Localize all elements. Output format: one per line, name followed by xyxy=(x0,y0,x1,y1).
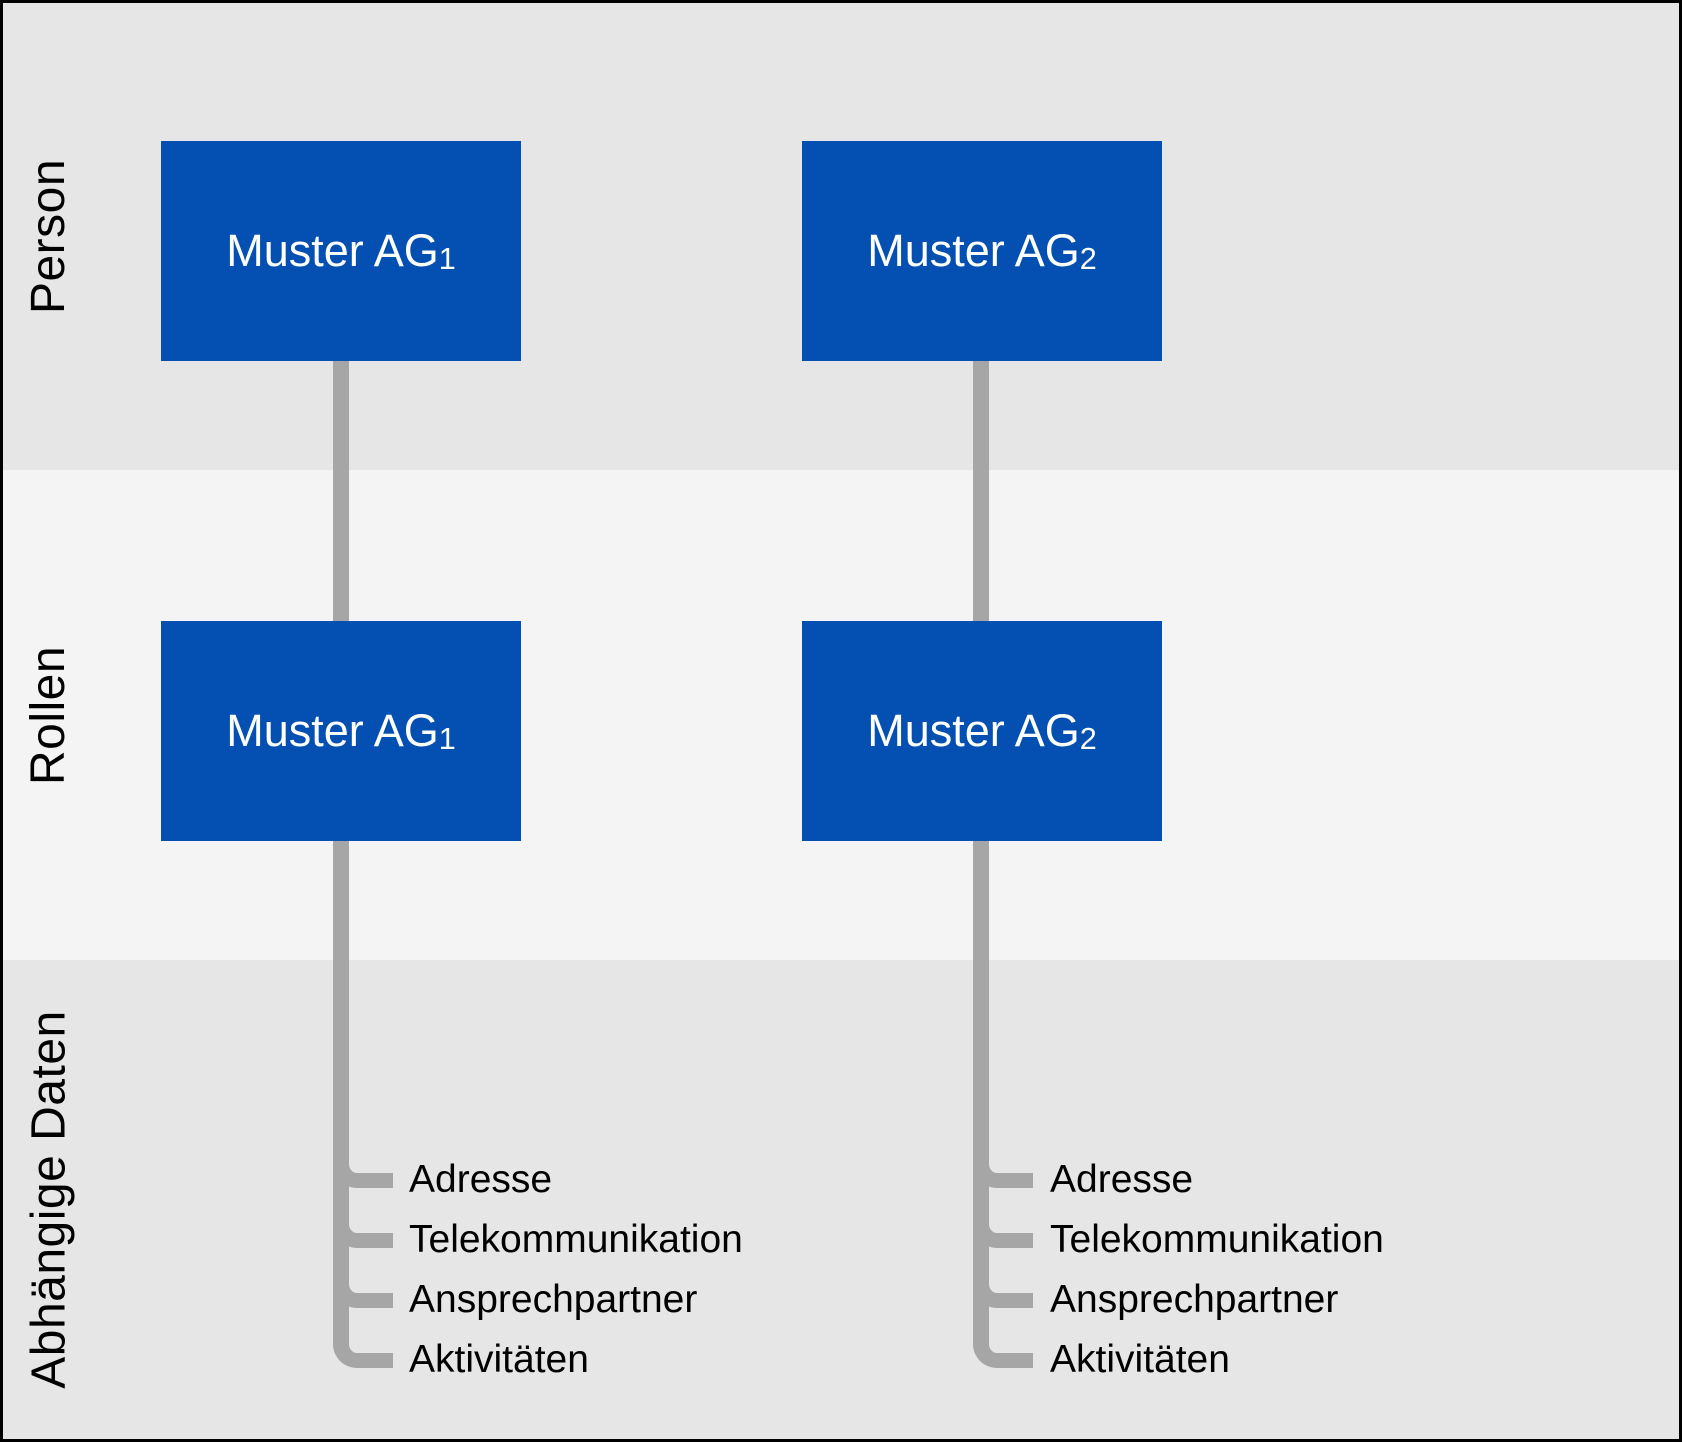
roles-box-muster-ag1-label: Muster AG1 xyxy=(226,705,456,757)
branch-elbow-aktivitaeten-col1 xyxy=(333,1330,393,1368)
dependent-item-aktivitaeten-col1: Aktivitäten xyxy=(409,1338,589,1381)
roles-box-muster-ag2-label: Muster AG2 xyxy=(867,705,1097,757)
band-label-roles: Rollen xyxy=(22,645,76,785)
band-label-person: Person xyxy=(22,158,76,315)
branch-elbow-aktivitaeten-col2 xyxy=(973,1330,1033,1368)
band-dependent-label-gutter: Abhängige Daten xyxy=(3,960,95,1439)
dependent-item-aktivitaeten-col2: Aktivitäten xyxy=(1050,1338,1230,1381)
band-person-label-gutter: Person xyxy=(3,3,95,470)
connector-person-to-roles-col2 xyxy=(973,361,989,621)
person-box-muster-ag2: Muster AG2 xyxy=(802,141,1162,361)
person-box-muster-ag2-label: Muster AG2 xyxy=(867,225,1097,277)
branch-elbow-ansprechpartner-col1 xyxy=(333,1270,393,1308)
dependent-item-telekommunikation-col2: Telekommunikation xyxy=(1050,1218,1384,1261)
dependent-item-telekommunikation-col1: Telekommunikation xyxy=(409,1218,743,1261)
branch-elbow-adresse-col1 xyxy=(333,1150,393,1188)
roles-box-muster-ag1: Muster AG1 xyxy=(161,621,521,841)
band-roles-label-gutter: Rollen xyxy=(3,470,95,960)
connector-person-to-roles-col1 xyxy=(333,361,349,621)
subscript: 2 xyxy=(1079,722,1097,757)
subscript: 1 xyxy=(438,242,456,277)
roles-box-muster-ag2: Muster AG2 xyxy=(802,621,1162,841)
band-label-dependent-data: Abhängige Daten xyxy=(22,1010,76,1389)
branch-elbow-telekommunikation-col1 xyxy=(333,1210,393,1248)
subscript: 2 xyxy=(1079,242,1097,277)
subscript: 1 xyxy=(438,722,456,757)
dependent-item-adresse-col1: Adresse xyxy=(409,1158,553,1201)
person-box-muster-ag1: Muster AG1 xyxy=(161,141,521,361)
branch-elbow-adresse-col2 xyxy=(973,1150,1033,1188)
band-dependent-data: Abhängige Daten xyxy=(3,960,1679,1439)
dependent-item-ansprechpartner-col2: Ansprechpartner xyxy=(1050,1278,1339,1321)
dependent-item-adresse-col2: Adresse xyxy=(1050,1158,1194,1201)
person-box-muster-ag1-label: Muster AG1 xyxy=(226,225,456,277)
branch-elbow-ansprechpartner-col2 xyxy=(973,1270,1033,1308)
branch-elbow-telekommunikation-col2 xyxy=(973,1210,1033,1248)
dependent-item-ansprechpartner-col1: Ansprechpartner xyxy=(409,1278,698,1321)
